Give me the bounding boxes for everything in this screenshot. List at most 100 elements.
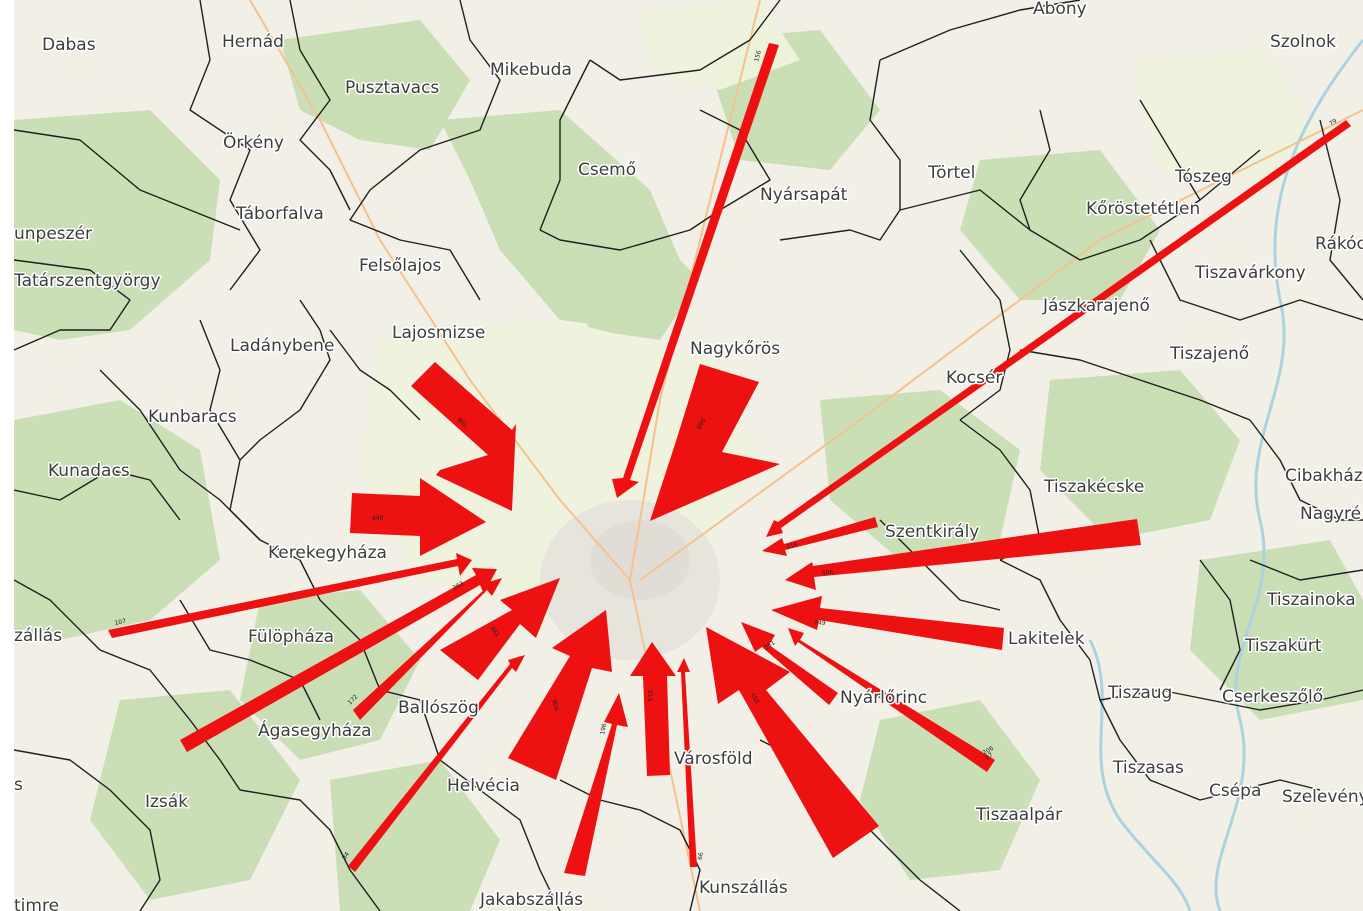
- town-label-nagyre: Nagyré: [1300, 504, 1361, 524]
- forest-patch: [540, 220, 700, 340]
- border: [99, 369, 261, 541]
- town-label-unpeszer: unpeszér: [14, 224, 92, 244]
- town-label-kocser: Kocsér: [946, 368, 1002, 388]
- town-label-tiszakurt: Tiszakürt: [1244, 636, 1322, 656]
- flow-label: 206: [982, 745, 996, 757]
- flow-arrow-896: [650, 364, 780, 521]
- border: [349, 0, 501, 301]
- forest-patch: [960, 150, 1160, 300]
- town-label-tiszajeno: Tiszajenő: [1169, 344, 1249, 364]
- town-label-hernad: Hernád: [222, 32, 284, 52]
- flow-arrow-216: [762, 517, 878, 556]
- town-label-lajosmizse: Lajosmizse: [392, 323, 485, 343]
- border: [539, 59, 591, 231]
- town-label-ladanybene: Ladánybene: [230, 336, 334, 356]
- flow-arrow-515: [630, 642, 676, 776]
- town-label-kunbaracs: Kunbaracs: [148, 407, 237, 427]
- town-label-korostetetlen: Kőröstetétlen: [1086, 199, 1200, 219]
- town-label-agasegyhaza: Ágasegyháza: [258, 719, 372, 741]
- flow-arrow-481: [440, 578, 560, 680]
- border: [14, 469, 181, 521]
- flow-label: 87: [984, 751, 994, 761]
- town-label-helvecia: Helvécia: [447, 776, 520, 796]
- town-label-szolnok: Szolnok: [1270, 32, 1336, 52]
- forest-patch: [90, 690, 300, 900]
- border: [879, 0, 1081, 61]
- town-label-cibakhaz: Cibakház: [1285, 466, 1363, 486]
- border: [959, 249, 1011, 421]
- flow-label: 84: [341, 851, 351, 861]
- flow-label: 515: [646, 690, 653, 702]
- border: [1249, 419, 1363, 521]
- town-label-balloszog: Ballószög: [398, 698, 479, 718]
- border: [289, 0, 351, 211]
- border: [1149, 239, 1363, 321]
- flow-arrow-172: [353, 578, 502, 720]
- town-label-dabas: Dabas: [42, 35, 96, 55]
- forest-patch: [820, 390, 1020, 560]
- town-label-csepa: Csépa: [1209, 781, 1261, 801]
- border: [14, 129, 241, 231]
- town-label-rakoc: Rákóc: [1315, 234, 1363, 254]
- rivers: [1088, 39, 1363, 911]
- town-label-tatarszentgyorgy: Tatárszentgyörgy: [14, 271, 161, 291]
- border: [14, 749, 161, 911]
- flow-label: 156: [753, 49, 763, 62]
- border: [879, 519, 1001, 611]
- town-label-mikebuda: Mikebuda: [490, 60, 572, 80]
- flow-arrow-586: [785, 519, 1141, 590]
- town-label-tortel: Törtel: [927, 163, 975, 183]
- town-label-felsolajos: Felsőlajos: [359, 256, 442, 276]
- town-label-varosfold: Városföld: [674, 749, 753, 769]
- town-label-cserkeszolo: Cserkeszőlő: [1222, 687, 1323, 707]
- flow-arrow-206: [788, 628, 995, 772]
- border: [1249, 559, 1363, 581]
- forest-patch: [1040, 370, 1240, 540]
- town-label-tiszasas: Tiszasas: [1112, 758, 1184, 778]
- town-labels: Abony Dabas Hernád Szolnok Mikebuda Pusz…: [14, 0, 1363, 911]
- border: [1319, 119, 1363, 301]
- town-label-nyarsapat: Nyársapát: [760, 185, 848, 205]
- town-label-zallas: zállás: [14, 626, 62, 646]
- flow-arrow-801: [411, 362, 516, 511]
- flow-label: 363: [452, 580, 466, 592]
- border: [14, 579, 101, 651]
- flow-arrow-107: [108, 553, 472, 638]
- flow-arrow-79: [766, 120, 1351, 537]
- flow-arrow-552: [706, 627, 879, 858]
- flow-arrow-66: [677, 658, 697, 867]
- map-canvas[interactable]: 156 79 801 896 840 107 363 481 172 84 90…: [14, 0, 1363, 911]
- town-label-csemo: Csemő: [578, 160, 636, 180]
- border: [589, 0, 781, 81]
- flow-label: 107: [114, 618, 127, 627]
- border: [239, 789, 381, 911]
- town-label-tiszaalpar: Tiszaalpár: [975, 805, 1062, 825]
- flow-arrow-84: [348, 655, 525, 872]
- town-label-pusztavacs: Pusztavacs: [345, 78, 439, 98]
- town-label-nyarlorinc: Nyárlőrinc: [840, 688, 927, 708]
- town-label-szeleveny: Szelevény: [1282, 787, 1363, 807]
- town-label-jaszkarajeno: Jászkarajenő: [1042, 296, 1150, 316]
- town-label-kerekegyhaza: Kerekegyháza: [268, 543, 387, 563]
- forest-patch: [14, 400, 220, 640]
- forest-patch: [330, 760, 500, 911]
- town-label-jakabszallas: Jakabszállás: [479, 890, 583, 910]
- border: [1019, 109, 1051, 231]
- border: [189, 0, 261, 291]
- flow-arrow-840: [350, 478, 486, 556]
- border: [14, 259, 131, 351]
- town-label-izsak: Izsák: [145, 792, 188, 812]
- flow-arrow-251: [741, 622, 838, 705]
- flow-arrow-363: [180, 568, 497, 752]
- town-label-tiszainoka: Tiszainoka: [1266, 590, 1356, 610]
- town-label-timre: timre: [14, 896, 59, 911]
- flow-arrows: [108, 43, 1351, 876]
- town-label-tiszaug: Tiszaug: [1107, 683, 1172, 703]
- town-label-tiszavarkony: Tiszavárkony: [1194, 263, 1306, 283]
- forest-patch: [14, 110, 220, 340]
- town-label-kunadacs: Kunadacs: [48, 461, 130, 481]
- flow-arrow-196: [564, 693, 628, 876]
- road: [639, 109, 1363, 581]
- border: [999, 559, 1121, 741]
